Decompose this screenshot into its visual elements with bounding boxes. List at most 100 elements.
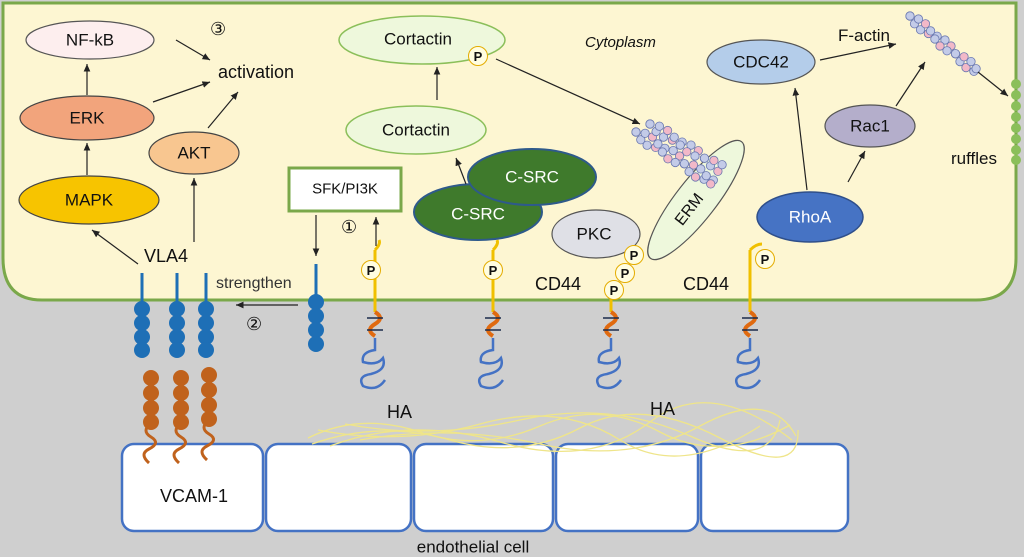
vcam1-molecule-2 (172, 370, 189, 465)
actin-subunit (690, 172, 701, 182)
actin-subunit (959, 52, 969, 62)
endothelial-cell-5 (699, 442, 850, 533)
vcam1-molecule-1 (142, 370, 159, 465)
arrow-erk-activation (152, 81, 211, 103)
arrow-nfkb-activation (175, 39, 211, 61)
actin-subunit (690, 151, 700, 161)
vla4-integrin-2 (169, 273, 185, 358)
actin-subunit (688, 160, 699, 170)
vcam1-molecules (142, 367, 217, 465)
nfkb-node (25, 20, 155, 60)
vla4-label: VLA4 (144, 246, 189, 266)
actin-subunit (669, 132, 679, 142)
actin-subunit (713, 166, 723, 176)
sfk-pi3k-label: SFK/PI3K (312, 180, 378, 198)
actin-subunit (913, 14, 924, 24)
actin-subunit (653, 139, 663, 149)
actin-subunit (942, 46, 952, 56)
actin-subunit (645, 119, 655, 129)
endothelial-cell-2 (264, 442, 413, 533)
marker-2: ② (246, 314, 263, 335)
cd44-label-right: CD44 (683, 274, 730, 294)
actin-subunit (674, 151, 685, 161)
ha-label-right: HA (650, 399, 676, 419)
actin-subunit (696, 164, 706, 174)
arrow-csrc-cortactin (455, 157, 467, 185)
actin-subunit (925, 26, 936, 36)
sfk-pi3k-box (287, 166, 403, 213)
cd44-receptors (360, 239, 763, 390)
vcam1-molecule-3 (200, 367, 217, 462)
cortactin-top-node (338, 15, 506, 65)
activation-label: activation (218, 62, 295, 82)
actin-subunit (658, 132, 669, 142)
ruffles-label: ruffles (951, 149, 997, 168)
phospho-cd44-3: P (604, 280, 624, 300)
cortactin-top-label: Cortactin (383, 29, 453, 49)
endothelial-cell-3 (412, 442, 555, 533)
actin-subunit (654, 121, 665, 131)
erm-actin-filament (631, 119, 727, 189)
endothelial-label: endothelial cell (416, 537, 530, 557)
phospho-pkc: P (615, 263, 635, 283)
actin-subunit (905, 11, 915, 21)
cortactin-mid-node (345, 105, 487, 155)
actin-subunit (940, 35, 950, 45)
akt-label: AKT (177, 143, 211, 163)
pkc-label: PKC (576, 224, 612, 244)
actin-subunit (670, 157, 680, 168)
actin-subunit (935, 41, 945, 51)
actin-subunit (920, 19, 931, 29)
cdc42-node (706, 39, 816, 85)
arrow-factin-ruffles (977, 71, 1009, 97)
phospho-cd44-4: P (755, 249, 775, 269)
actin-subunit (686, 140, 696, 150)
marker-1: ① (341, 217, 358, 238)
actin-subunit (675, 140, 685, 150)
actin-subunit (636, 135, 646, 145)
hyaluronan-strands (307, 402, 799, 458)
cortactin-mid-label: Cortactin (381, 120, 451, 140)
actin-subunit (701, 171, 711, 181)
f-actin-filament (905, 11, 981, 76)
actin-subunit (642, 140, 652, 150)
marker-3: ③ (210, 19, 227, 40)
mapk-label: MAPK (64, 190, 114, 210)
rhoa-label: RhoA (788, 207, 832, 227)
endothelial-cell-1 (120, 442, 265, 533)
actin-subunit (679, 159, 690, 169)
arrow-akt-activation (207, 91, 239, 129)
strengthen-label: strengthen (216, 275, 292, 292)
erk-node (19, 95, 155, 141)
rac1-node (824, 104, 916, 148)
vla4-integrins (134, 264, 324, 358)
actin-subunit (657, 147, 668, 157)
csrc-label-1: C-SRC (505, 167, 559, 187)
arrow-rhoa-cdc42 (792, 87, 808, 191)
ha-label-left: HA (387, 402, 413, 422)
actin-subunit (640, 128, 650, 138)
actin-subunit (961, 62, 971, 73)
actin-subunit (662, 125, 673, 136)
arrow-rhoa-rac1 (847, 150, 866, 183)
endothelial-cells (120, 442, 850, 533)
actin-subunit (663, 154, 673, 164)
actin-subunit (699, 153, 710, 163)
actin-subunit (706, 179, 716, 189)
mapk-node (18, 175, 160, 225)
actin-subunit (717, 160, 727, 170)
csrc-label-2: C-SRC (451, 204, 505, 224)
rac1-label: Rac1 (850, 116, 890, 136)
vcam1-label: VCAM-1 (160, 486, 229, 506)
cd44-label-left: CD44 (535, 274, 582, 294)
phospho-cd44-2: P (483, 260, 503, 280)
arrow-cortactin-erm (495, 58, 641, 125)
actin-subunit (682, 147, 692, 157)
vla4-integrin-3 (198, 273, 214, 358)
actin-subunit (930, 34, 940, 44)
phospho-cd44-1: P (361, 260, 381, 280)
actin-subunit (631, 127, 641, 137)
cd44-receptor-4 (735, 242, 763, 390)
